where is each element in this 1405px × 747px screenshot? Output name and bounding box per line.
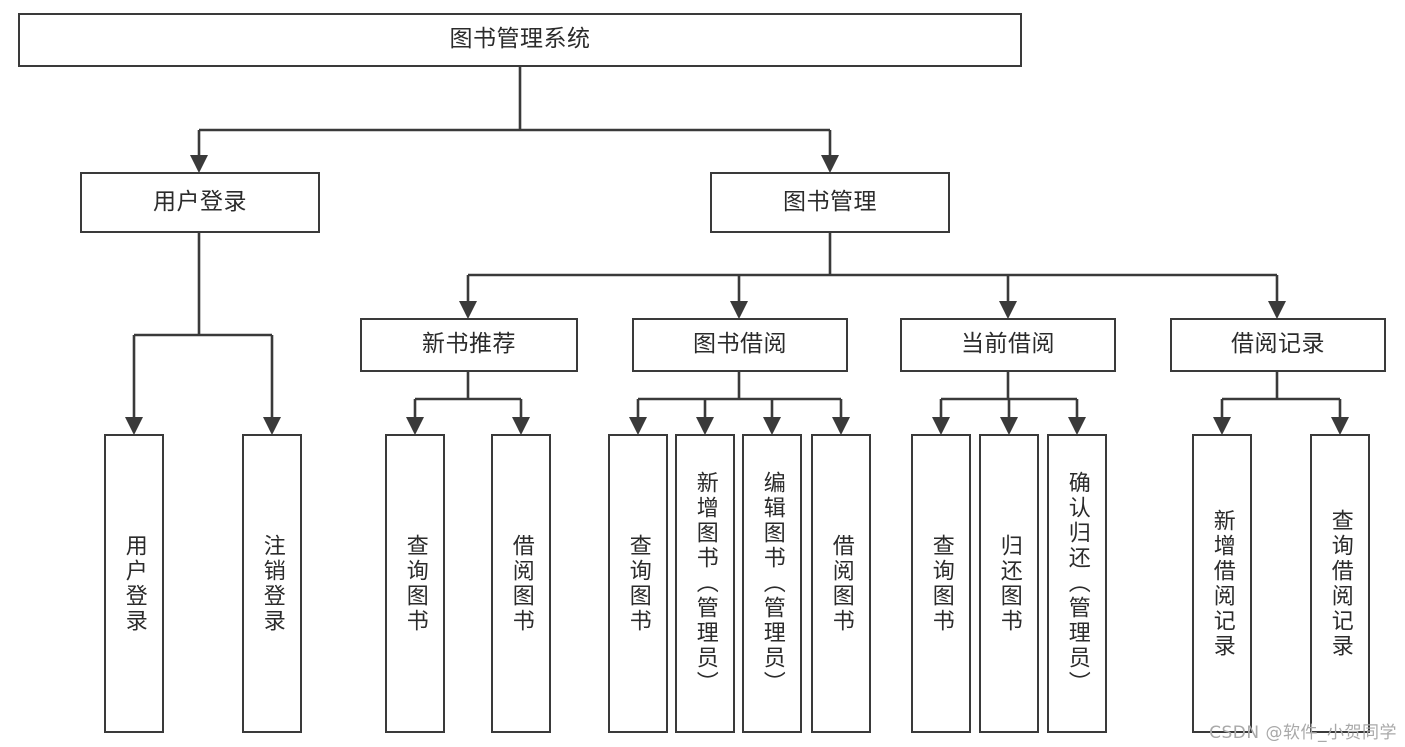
leaf-add-borrow-record[interactable]: 新增借阅记录: [1192, 434, 1252, 733]
node-root-label: 图书管理系统: [449, 26, 591, 53]
leaf-user-login[interactable]: 用户登录: [104, 434, 164, 733]
leaf-return-book-label: 归还图书: [996, 533, 1022, 634]
node-book-borrow[interactable]: 图书借阅: [632, 318, 848, 372]
leaf-user-login-label: 用户登录: [121, 533, 147, 634]
leaf-add-borrow-record-label: 新增借阅记录: [1209, 508, 1235, 659]
node-user-login-label: 用户登录: [153, 188, 247, 215]
leaf-query-book-borrow-label: 查询图书: [625, 533, 651, 634]
leaf-add-book-admin[interactable]: 新增图书（管理员）: [675, 434, 735, 733]
leaf-borrow-book[interactable]: 借阅图书: [811, 434, 871, 733]
leaf-query-book-newbook[interactable]: 查询图书: [385, 434, 445, 733]
leaf-query-book-current-label: 查询图书: [928, 533, 954, 634]
node-current-borrow-label: 当前借阅: [961, 331, 1055, 358]
leaf-query-book-newbook-label: 查询图书: [402, 533, 428, 634]
leaf-query-borrow-record[interactable]: 查询借阅记录: [1310, 434, 1370, 733]
node-book-management-label: 图书管理: [783, 188, 877, 215]
node-user-login[interactable]: 用户登录: [80, 172, 320, 233]
node-new-book-recommend[interactable]: 新书推荐: [360, 318, 578, 372]
node-root[interactable]: 图书管理系统: [18, 13, 1022, 67]
node-borrow-record[interactable]: 借阅记录: [1170, 318, 1386, 372]
leaf-confirm-return-admin[interactable]: 确认归还（管理员）: [1047, 434, 1107, 733]
leaf-borrow-book-newbook-label: 借阅图书: [508, 533, 534, 634]
leaf-logout[interactable]: 注销登录: [242, 434, 302, 733]
node-book-borrow-label: 图书借阅: [693, 331, 787, 358]
leaf-return-book[interactable]: 归还图书: [979, 434, 1039, 733]
leaf-borrow-book-newbook[interactable]: 借阅图书: [491, 434, 551, 733]
watermark: CSDN @软件_小贺同学: [1209, 723, 1397, 743]
leaf-borrow-book-label: 借阅图书: [828, 533, 854, 634]
leaf-edit-book-admin[interactable]: 编辑图书（管理员）: [742, 434, 802, 733]
node-borrow-record-label: 借阅记录: [1231, 331, 1325, 358]
leaf-confirm-return-admin-label: 确认归还（管理员）: [1064, 471, 1090, 696]
leaf-query-book-borrow[interactable]: 查询图书: [608, 434, 668, 733]
leaf-add-book-admin-label: 新增图书（管理员）: [692, 471, 718, 696]
node-current-borrow[interactable]: 当前借阅: [900, 318, 1116, 372]
leaf-query-book-current[interactable]: 查询图书: [911, 434, 971, 733]
leaf-edit-book-admin-label: 编辑图书（管理员）: [759, 471, 785, 696]
leaf-query-borrow-record-label: 查询借阅记录: [1327, 508, 1353, 659]
node-book-management[interactable]: 图书管理: [710, 172, 950, 233]
leaf-logout-label: 注销登录: [259, 533, 285, 634]
node-new-book-recommend-label: 新书推荐: [422, 331, 516, 358]
